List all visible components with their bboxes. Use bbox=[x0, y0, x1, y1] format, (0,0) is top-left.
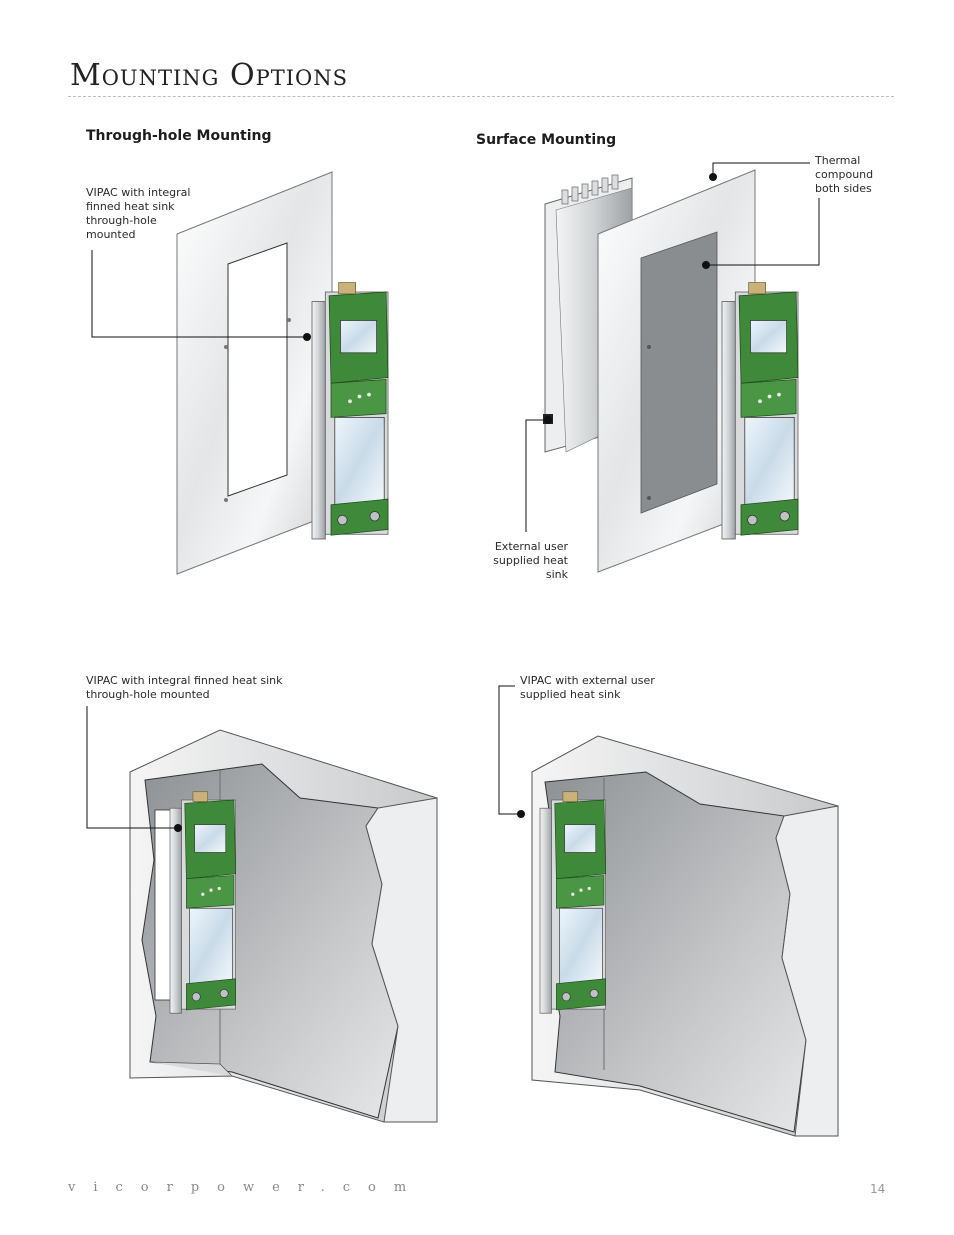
surface-mount-panel bbox=[597, 169, 756, 573]
thermal-compound-leader bbox=[706, 162, 820, 266]
surface-mounting-heading: Surface Mounting bbox=[476, 132, 617, 148]
page-number: 14 bbox=[870, 1182, 886, 1196]
thermal-compound-callout: Thermal compound both sides bbox=[815, 154, 874, 195]
enclosure-integral-leader bbox=[86, 706, 178, 829]
enclosure-external-callout: VIPAC with external user supplied heat s… bbox=[520, 674, 655, 701]
vipac-module-surface bbox=[721, 282, 799, 540]
enclosure-external-leader bbox=[498, 685, 521, 815]
title-divider bbox=[68, 96, 894, 97]
external-heat-sink-callout: External user supplied heat sink bbox=[493, 540, 568, 581]
integral-heat-sink-leader bbox=[91, 250, 307, 338]
external-heat-sink-leader bbox=[525, 419, 548, 532]
integral-heat-sink-callout: VIPAC with integral finned heat sink thr… bbox=[86, 186, 191, 241]
enclosure-integral-callout: VIPAC with integral finned heat sink thr… bbox=[86, 674, 283, 701]
footer-url[interactable]: vicorpower.com bbox=[68, 1180, 425, 1195]
page-title: Mounting Options bbox=[70, 58, 349, 93]
enclosure-external bbox=[531, 735, 839, 1137]
leader-dot bbox=[303, 333, 311, 341]
through-hole-panel bbox=[176, 171, 333, 575]
through-hole-heading: Through-hole Mounting bbox=[86, 128, 272, 144]
vipac-module-through-hole bbox=[311, 282, 389, 540]
vipac-module-enclosure-right bbox=[539, 791, 607, 1014]
thermal-compound-area bbox=[640, 231, 718, 514]
